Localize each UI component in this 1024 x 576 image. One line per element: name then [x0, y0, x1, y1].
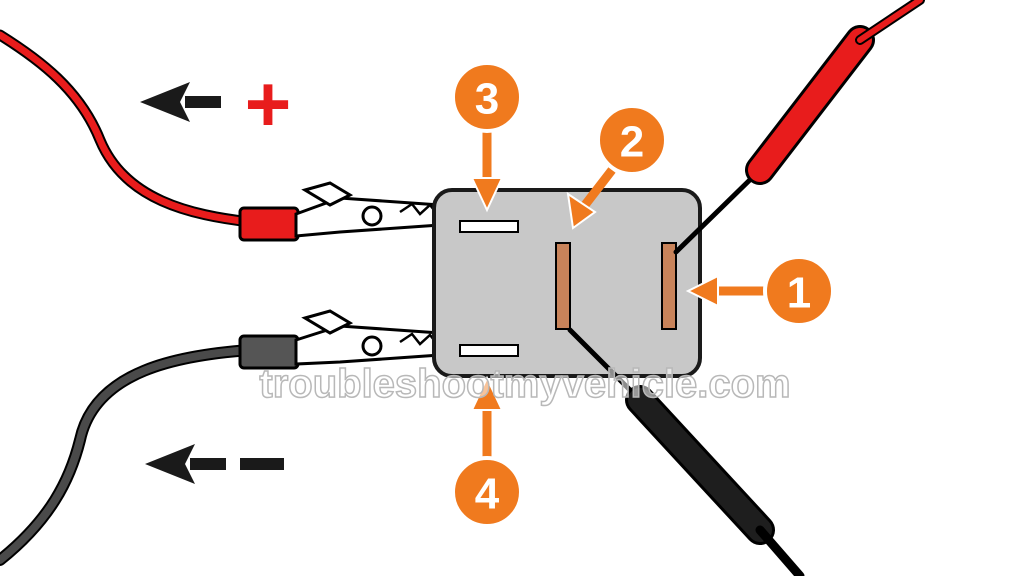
pin-4-arrowhead — [470, 375, 504, 411]
alligator-clip-bottom — [294, 309, 475, 366]
pin-3-badge-label: 3 — [475, 75, 499, 124]
pin-1-arrowhead — [685, 274, 719, 308]
positive-sign: + — [245, 60, 292, 149]
terminal-1 — [661, 242, 677, 330]
negative-sign-bar — [240, 458, 284, 470]
negative-sign: − — [239, 420, 286, 509]
pin-4-badge-label: 4 — [475, 470, 500, 519]
alligator-clip-top — [294, 181, 475, 238]
terminal-4 — [459, 344, 519, 357]
black-probe-body-fill — [628, 388, 772, 542]
red-probe-body-fill — [748, 28, 872, 182]
pin-3-arrowhead — [470, 177, 504, 213]
red-probe-wire-core — [857, 0, 923, 43]
black-probe-tip — [567, 327, 643, 403]
terminal-3 — [459, 220, 519, 233]
pin-4-badge — [451, 456, 523, 528]
pin-2-arrow — [581, 167, 616, 208]
red-probe-tip — [673, 167, 763, 255]
pin-2-badge-label: 2 — [620, 118, 644, 167]
positive-battery-wire-core — [0, 31, 254, 226]
pin-2-badge — [596, 104, 668, 176]
pin-1-badge — [763, 255, 835, 327]
pin-1-badge-label: 1 — [787, 269, 811, 318]
pin-2-arrowhead — [566, 191, 597, 230]
negative-arrow-icon — [145, 444, 226, 484]
positive-arrow-icon — [140, 82, 221, 122]
positive-clip-boot — [238, 206, 300, 242]
watermark: troubleshootmyvehicle.com — [259, 362, 790, 406]
terminal-2 — [555, 242, 571, 330]
negative-battery-wire-core — [0, 346, 254, 564]
black-probe-wire — [755, 525, 805, 576]
pin-3-badge — [451, 61, 523, 133]
